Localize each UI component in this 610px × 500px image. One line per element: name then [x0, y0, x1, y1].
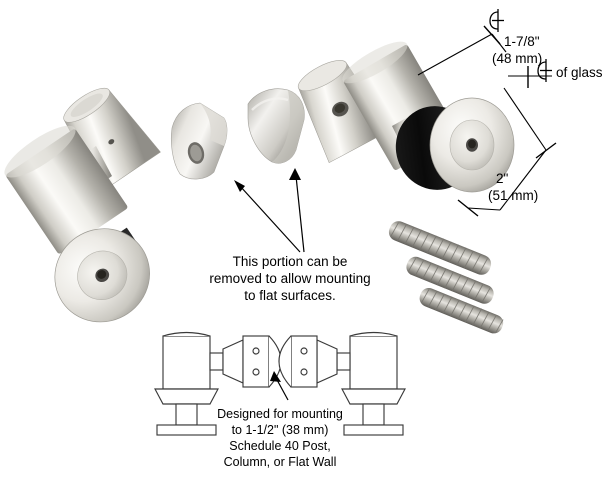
threaded-stud-3 — [419, 287, 504, 334]
dimension-48mm-metric: (48 mm) — [492, 51, 542, 66]
caption-line-2: to 1-1/2" (38 mm) — [232, 423, 329, 437]
standoff-assembly-right — [297, 41, 515, 193]
caption-line-1: Designed for mounting — [217, 407, 343, 421]
caption-text: Designed for mounting to 1-1/2" (38 mm) … — [217, 407, 343, 469]
removable-saddle-segment-drilled — [170, 102, 228, 180]
threaded-stud-1 — [388, 221, 492, 275]
callout-line-2: removed to allow mounting — [209, 271, 370, 286]
standoff-assembly-left — [4, 87, 161, 323]
dimension-51mm-metric: (51 mm) — [488, 188, 538, 203]
glass-centerline-label: of glass — [556, 65, 603, 80]
callout-line-3: to flat surfaces. — [244, 288, 336, 303]
caption-line-4: Column, or Flat Wall — [224, 455, 337, 469]
caption-leader-line — [270, 371, 289, 401]
centerline-icon-1 — [489, 9, 504, 32]
dimension-51mm-imperial: 2" — [496, 171, 509, 186]
mounting-diagram-right — [278, 331, 406, 436]
dimension-glass-centerline: of glass — [508, 59, 603, 88]
removable-saddle-segment-plain — [247, 88, 305, 164]
dimension-48mm-imperial: 1-7/8" — [504, 34, 540, 49]
callout-line-1: This portion can be — [233, 254, 348, 269]
dimension-51mm: 2" (51 mm) — [457, 87, 557, 217]
threaded-stud-2 — [406, 256, 494, 304]
callout-leader-lines — [234, 168, 305, 253]
callout-text: This portion can be removed to allow mou… — [209, 254, 370, 303]
dimension-48mm: 1-7/8" (48 mm) — [417, 9, 542, 76]
centerline-icon-2 — [537, 59, 552, 82]
caption-line-3: Schedule 40 Post, — [229, 439, 330, 453]
mounting-diagram-left — [154, 331, 282, 436]
